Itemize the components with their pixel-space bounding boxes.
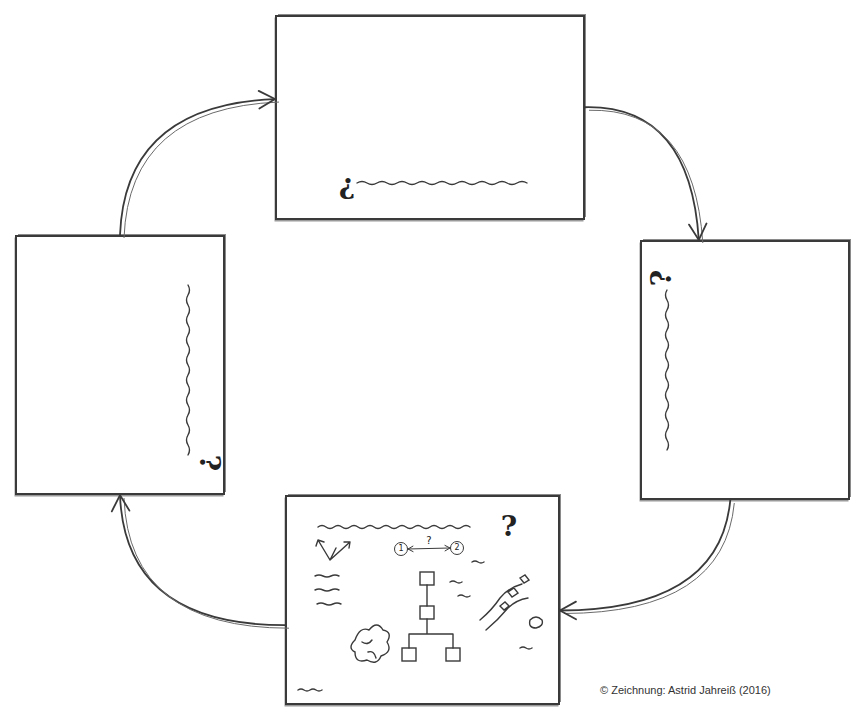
- arrow-line-double: [124, 102, 279, 238]
- arrow-line-double: [589, 110, 703, 243]
- question-mark: ?: [501, 513, 517, 541]
- numbered-circle: 2: [450, 541, 464, 555]
- sketch-lines: [450, 561, 484, 597]
- question-mark: ?: [339, 173, 355, 201]
- cycle-arrow: [585, 107, 707, 243]
- wavy-line: [187, 285, 190, 455]
- tree-box: [446, 648, 460, 661]
- numbered-circle: 1: [394, 542, 408, 556]
- arrow-line: [120, 495, 285, 625]
- relation-arrow: [408, 545, 450, 551]
- wavy-line: [318, 526, 470, 529]
- arrow-line-double: [564, 503, 734, 614]
- arrow-head: [408, 545, 450, 551]
- cycle-arrow: [120, 91, 279, 238]
- cycle-arrow: [112, 495, 289, 628]
- circle-number: 1: [398, 545, 403, 553]
- arrow-line: [585, 107, 699, 240]
- arrow-head: [560, 602, 576, 620]
- arrow-line: [408, 548, 450, 549]
- paper-sheet: ?: [15, 235, 225, 495]
- question-mark: ?: [648, 270, 676, 286]
- sketch-lines: [315, 575, 341, 605]
- sketch-map: [480, 575, 542, 630]
- wavy-line: [357, 182, 527, 185]
- tree-box: [402, 648, 416, 661]
- arrow-line-double: [124, 498, 289, 628]
- tree-box: [420, 606, 434, 619]
- edge-label: ?: [426, 536, 431, 546]
- cycle-arrow: [560, 500, 734, 619]
- paper-sheet: ?: [640, 240, 850, 500]
- sketch-arrows: [316, 540, 350, 560]
- paper-sheet: ? 1 2: [285, 495, 560, 705]
- paper-sheet: ?: [275, 15, 585, 220]
- arrow-line: [560, 500, 730, 611]
- arrow-head: [112, 495, 130, 511]
- wavy-line: [666, 290, 669, 450]
- sketch-blob: [351, 625, 389, 662]
- tree-lines: [409, 585, 453, 648]
- question-mark: ?: [195, 455, 223, 471]
- arrow-head: [259, 91, 275, 109]
- arrow-line: [120, 99, 275, 235]
- tree-box: [420, 572, 434, 585]
- copyright-note: © Zeichnung: Astrid Jahreiß (2016): [600, 684, 771, 696]
- circle-number: 2: [454, 544, 459, 552]
- arrow-head: [689, 223, 707, 240]
- sketch-lines: [298, 647, 532, 691]
